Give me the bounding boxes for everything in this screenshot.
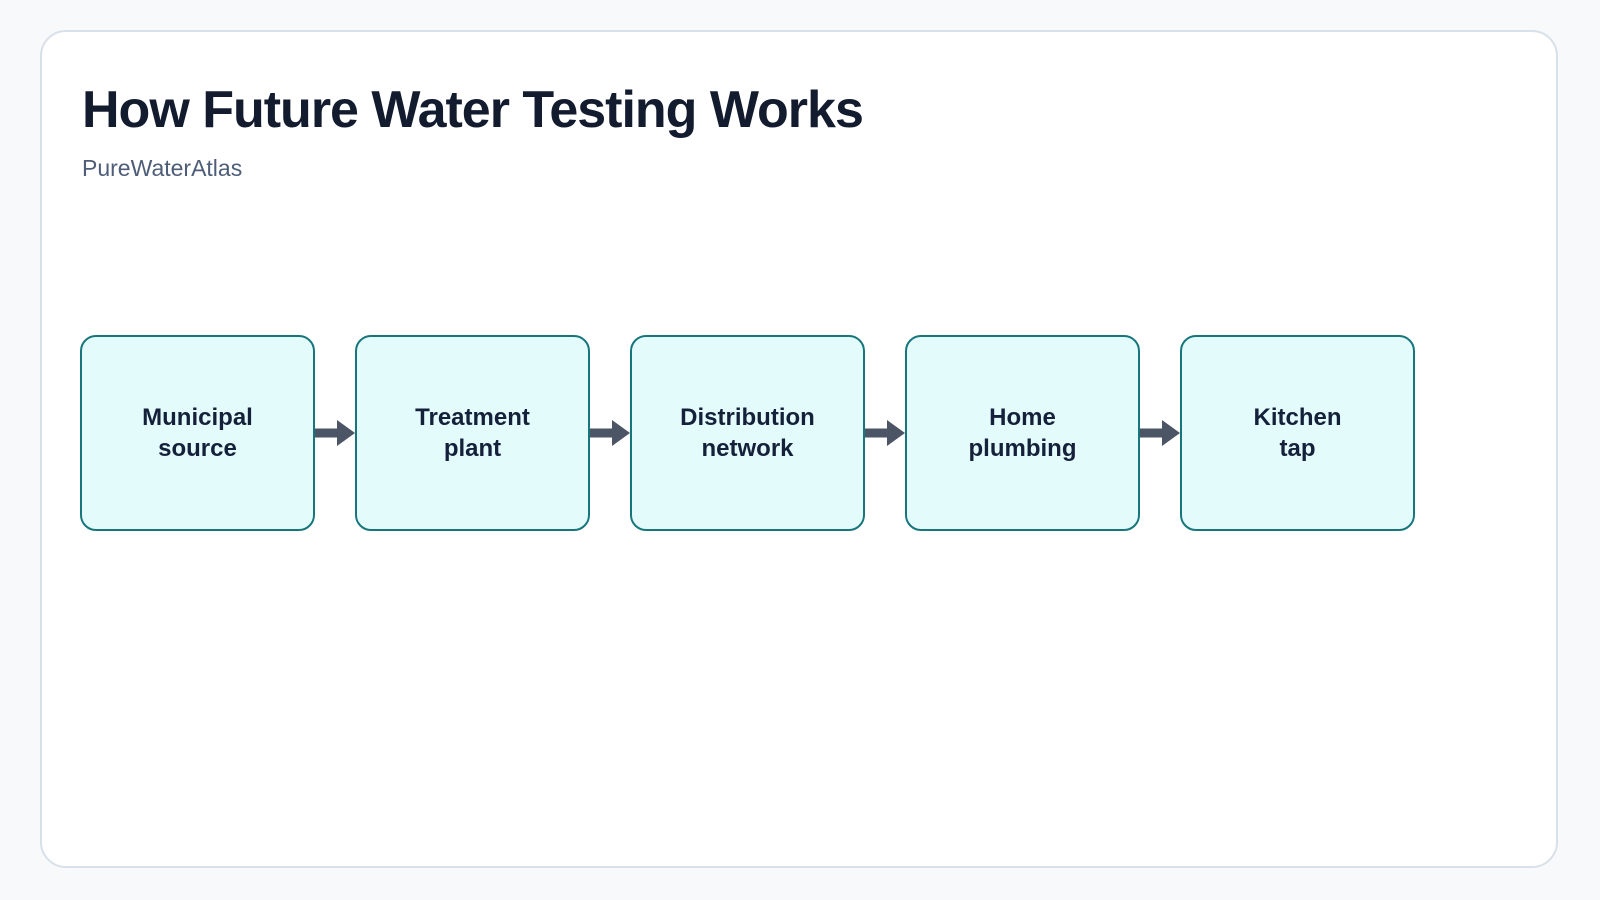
diagram-card: How Future Water Testing Works PureWater…	[40, 30, 1558, 868]
step-label-line: tap	[1279, 435, 1316, 462]
flow-step-treatment-plant: Treatment plant	[355, 335, 590, 531]
step-label-line: plumbing	[968, 435, 1077, 462]
step-label-line: Distribution	[680, 404, 815, 431]
flow-step-home-plumbing: Home plumbing	[905, 335, 1140, 531]
page-title: How Future Water Testing Works	[82, 81, 864, 139]
step-label-line: source	[158, 435, 237, 462]
arrow-right-icon	[315, 419, 355, 447]
step-label-line: Kitchen	[1253, 404, 1342, 431]
page-subtitle: PureWaterAtlas	[82, 155, 243, 182]
arrow-right-icon	[590, 419, 630, 447]
flow-step-distribution-network: Distribution network	[630, 335, 865, 531]
arrow-right-icon	[1140, 419, 1180, 447]
step-label-line: Treatment	[415, 404, 530, 431]
step-label-line: Home	[989, 404, 1056, 431]
step-label-line: Municipal	[142, 404, 253, 431]
step-label-line: plant	[443, 435, 502, 462]
flow-step-kitchen-tap: Kitchen tap	[1180, 335, 1415, 531]
flow-row: Municipal source Treatment plant Distrib…	[80, 335, 1415, 531]
step-label-line: network	[701, 435, 794, 462]
flow-step-municipal-source: Municipal source	[80, 335, 315, 531]
arrow-right-icon	[865, 419, 905, 447]
